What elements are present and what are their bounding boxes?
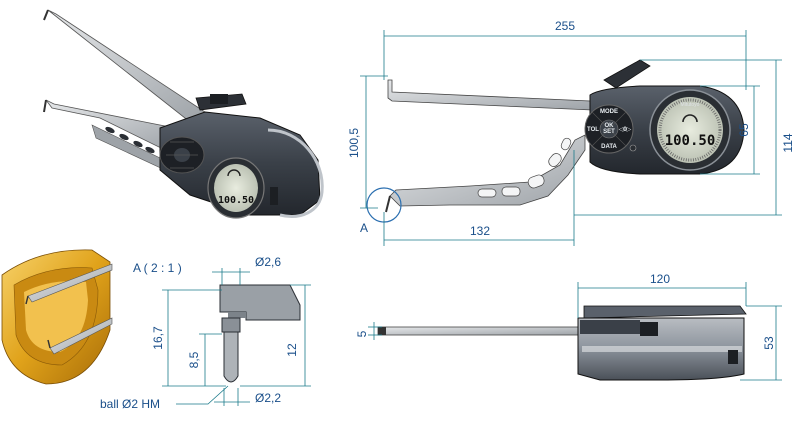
arm-tip-upper <box>43 9 49 21</box>
front-lever <box>603 59 651 89</box>
dim-side-height: 53 <box>762 336 776 350</box>
front-view: MODE DATA TOL OK SET ◁0▷ 100.50 Mitutoyo… <box>360 59 745 235</box>
ball-label: ball Ø2 HM <box>100 397 160 411</box>
dim-tip-bottom-diameter: Ø2,2 <box>255 391 281 405</box>
dim-arm-thickness: 5 <box>355 330 369 337</box>
front-display-reading: 100.50 <box>665 133 716 149</box>
iso-display: 100.50 <box>207 157 265 219</box>
tol-button: TOL <box>587 127 599 133</box>
brand-label: Mitutoyo <box>681 102 700 108</box>
dim-total-length: 255 <box>555 19 575 33</box>
iso-display-reading: 100.50 <box>218 195 254 206</box>
iso-button-pad <box>159 136 205 174</box>
ring-arm-lower <box>49 317 113 355</box>
front-dimensions: 255 132 100,5 65 114 <box>347 19 795 246</box>
isometric-view: 100.50 <box>43 9 324 219</box>
tip-body <box>219 284 301 321</box>
power-button <box>629 144 637 152</box>
ring-view <box>1 249 113 385</box>
front-button-pad: MODE DATA TOL OK SET ◁0▷ <box>584 104 634 154</box>
dim-body-width: 120 <box>650 272 670 286</box>
side-view: 120 53 5 <box>355 272 782 381</box>
detail-label: A ( 2 : 1 ) <box>133 261 182 275</box>
zero-origin-icon: ◁0▷ <box>619 127 632 133</box>
front-display: 100.50 Mitutoyo <box>649 89 731 171</box>
dim-tip-height: 16,7 <box>151 326 165 350</box>
tip-pin <box>223 331 239 383</box>
dim-body-height: 65 <box>737 123 751 137</box>
arm-slots <box>105 126 155 154</box>
tip-detail-view: A ( 2 : 1 ) Ø2,6 Ø2,2 16,7 8,5 12 ball Ø… <box>100 255 311 411</box>
mode-button: MODE <box>600 109 618 115</box>
dim-arm-length: 132 <box>470 224 490 238</box>
upper-arm <box>47 9 206 123</box>
ring-arm-upper <box>27 263 113 303</box>
set-button: SET <box>603 129 615 135</box>
data-button: DATA <box>601 144 617 150</box>
front-lower-arm <box>389 134 586 207</box>
arm-tip-lower <box>43 99 47 113</box>
dim-ball-height: 8,5 <box>187 351 201 368</box>
tip-nut <box>221 317 241 333</box>
ok-button: OK <box>605 123 615 129</box>
detail-marker-a: A <box>360 221 368 235</box>
dim-depth: 100,5 <box>347 128 361 158</box>
front-arm-slots <box>477 137 572 198</box>
front-upper-arm <box>387 79 593 111</box>
side-lever <box>583 305 747 319</box>
dim-tip-top-diameter: Ø2,6 <box>255 255 281 269</box>
dim-total-height: 114 <box>781 133 795 152</box>
side-arm <box>377 326 584 336</box>
dim-body-thickness: 12 <box>285 343 299 357</box>
